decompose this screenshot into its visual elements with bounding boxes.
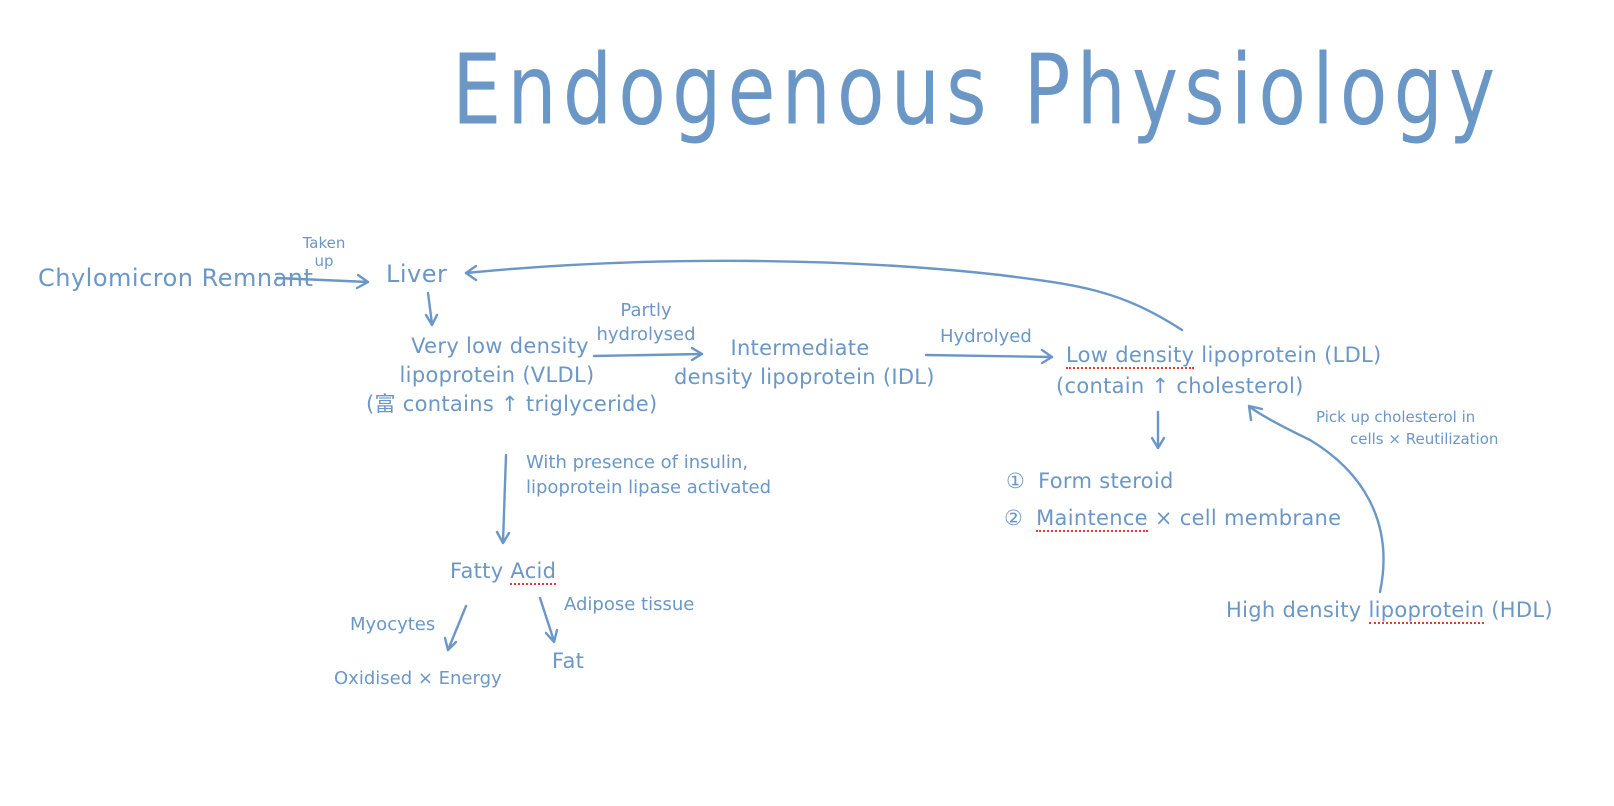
edge-label-pickup-line1: Pick up cholesterol in [1316, 408, 1476, 426]
arrow-ldl-to-liver [464, 259, 1184, 332]
node-vldl-line3-rest: contains ↑ triglyceride) [395, 392, 658, 416]
node-ldl-line1-underlined: Low density [1066, 343, 1195, 369]
node-vldl-line3: (富 contains ↑ triglyceride) [366, 392, 657, 416]
arrow-fatty-to-fat [538, 596, 559, 644]
node-cell-membrane-rest: × cell membrane [1147, 506, 1342, 530]
node-ldl: Low density lipoprotein (LDL) (contain ↑… [1056, 343, 1382, 398]
arrow-chylomicron-to-liver [275, 273, 370, 290]
edge-label-partly-line1: Partly [620, 300, 672, 321]
node-vldl: Very low density lipoprotein (VLDL) (富 c… [366, 334, 657, 416]
edge-label-insulin-line2: lipoprotein lipase activated [526, 477, 772, 498]
edge-label-taken-up-line2: up [314, 252, 334, 270]
node-ldl-line1: Low density lipoprotein (LDL) [1056, 343, 1382, 369]
node-vldl-line2: lipoprotein (VLDL) [399, 363, 595, 387]
node-adipose-tissue: Adipose tissue [564, 594, 695, 615]
node-myocytes: Myocytes [350, 614, 436, 635]
edge-label-insulin-line1: With presence of insulin, [526, 452, 749, 473]
node-hdl: High density lipoprotein (HDL) [1226, 598, 1553, 624]
node-fatty-acid: Fatty Acid [450, 559, 557, 585]
edge-label-pickup: Pick up cholesterol in cells × Reutiliza… [1316, 410, 1498, 447]
edge-label-taken-up-line1: Taken [302, 234, 346, 252]
arrow-idl-to-ldl [924, 348, 1054, 365]
arrow-vldl-to-idl [592, 346, 704, 362]
node-form-steroid: ① Form steroid [1006, 471, 1174, 492]
edge-label-partly-hydrolysed: Partly hydrolysed [594, 302, 698, 344]
node-idl: Intermediate density lipoprotein (IDL) [674, 336, 935, 389]
arrow-vldl-to-fatty-acid [495, 453, 511, 545]
arrow-fatty-to-oxidised [443, 604, 468, 652]
node-vldl-line3-char: 富 [374, 392, 396, 416]
edge-label-hydrolyed: Hydrolyed [940, 326, 1032, 347]
diagram-title: Endogenous Physiology [452, 34, 1502, 147]
node-hdl-first: High density [1226, 598, 1369, 622]
node-ldl-line2: (contain ↑ cholesterol) [1056, 374, 1304, 398]
node-idl-line1: Intermediate [730, 336, 870, 360]
arrow-hdl-to-ldl [1247, 404, 1385, 594]
node-cell-membrane-underlined: Maintence [1036, 506, 1148, 532]
node-fatty-acid-underlined: Acid [510, 559, 557, 585]
node-cell-membrane-marker: ② [1004, 506, 1024, 530]
node-fatty-acid-first: Fatty [450, 559, 511, 583]
node-vldl-line1: Very low density [411, 334, 589, 358]
arrow-liver-to-vldl [424, 291, 439, 327]
edge-label-partly-line2: hydrolysed [596, 324, 696, 345]
node-fat: Fat [552, 649, 585, 673]
edge-label-taken-up: Taken up [294, 236, 354, 269]
node-form-steroid-label: Form steroid [1038, 469, 1174, 493]
node-vldl-line3-prefix: ( [366, 392, 375, 416]
node-oxidised-energy: Oxidised × Energy [334, 668, 502, 689]
node-hdl-rest: (HDL) [1484, 598, 1553, 622]
node-cell-membrane: ② Maintence × cell membrane [1004, 506, 1342, 532]
arrow-ldl-to-functions [1150, 410, 1166, 450]
node-hdl-underlined: lipoprotein [1368, 598, 1485, 624]
node-liver: Liver [386, 260, 448, 288]
node-chylomicron-remnant: Chylomicron Remnant [38, 264, 314, 292]
node-idl-line2: density lipoprotein (IDL) [674, 365, 935, 389]
node-form-steroid-marker: ① [1006, 469, 1026, 493]
edge-label-pickup-line2: cells × Reutilization [1350, 430, 1499, 448]
edge-label-insulin: With presence of insulin, lipoprotein li… [526, 454, 771, 497]
node-ldl-line1-rest: lipoprotein (LDL) [1194, 343, 1382, 367]
